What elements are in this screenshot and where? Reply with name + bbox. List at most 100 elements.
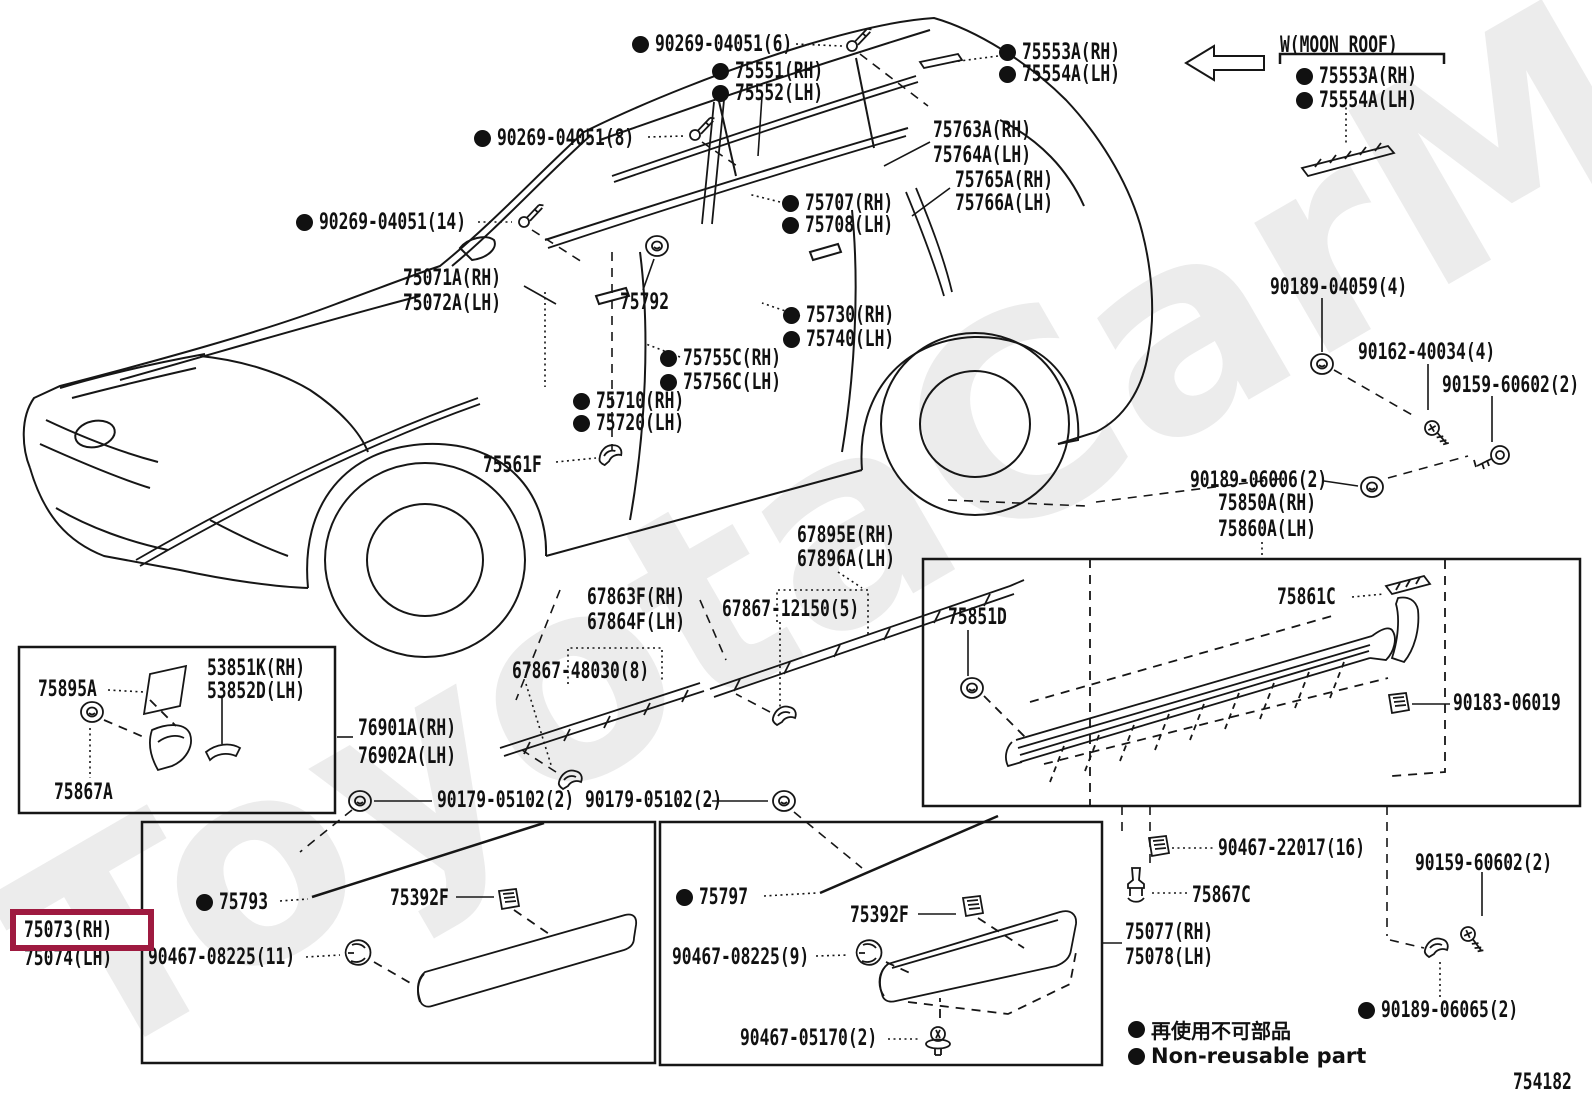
callout-75756c[interactable]: 75756C(LH) <box>660 370 815 395</box>
clip-icon <box>498 888 520 910</box>
callout-90162-40034[interactable]: 90162-40034(4) <box>1358 339 1496 365</box>
legend-non-reusable-jp: 再使用不可部品 <box>1128 1017 1291 1043</box>
callout-90269-04051-14[interactable]: 90269-04051(14) <box>296 210 518 235</box>
moonroof-note: W(MOON ROOF) <box>1280 32 1398 58</box>
callout-90189-06006[interactable]: 90189-06006(2) <box>1190 467 1328 493</box>
clip-icon <box>1148 835 1170 857</box>
moulding-strips-drawing <box>135 52 1396 757</box>
callout-76902a[interactable]: 76902A(LH) <box>358 743 457 769</box>
callout-67867-48030[interactable]: 67867-48030(8) <box>512 658 650 684</box>
callout-75895a[interactable]: 75895A <box>38 676 97 702</box>
callout-90467-22017[interactable]: 90467-22017(16) <box>1218 835 1366 861</box>
callout-90269-04051-8[interactable]: 90269-04051(8) <box>474 126 682 151</box>
non-reusable-dot-icon <box>783 306 800 324</box>
callout-75072a[interactable]: 75072A(LH) <box>403 290 502 316</box>
callout-90159-60602-bottom[interactable]: 90159-60602(2) <box>1415 850 1553 876</box>
callout-67896a[interactable]: 67896A(LH) <box>797 546 896 572</box>
callout-53852d[interactable]: 53852D(LH) <box>207 678 306 704</box>
callout-75708[interactable]: 75708(LH) <box>782 213 924 238</box>
callout-75765a[interactable]: 75765A(RH) <box>955 167 1054 193</box>
callout-67864f[interactable]: 67864F(LH) <box>587 609 686 635</box>
grommet-icon <box>772 790 796 812</box>
callout-75710[interactable]: 75710(RH) <box>573 389 715 414</box>
callout-75764a[interactable]: 75764A(LH) <box>933 142 1032 168</box>
non-reusable-dot-icon <box>1128 1047 1145 1065</box>
callout-90159-60602-top[interactable]: 90159-60602(2) <box>1442 372 1580 398</box>
callout-75078[interactable]: 75078(LH) <box>1125 944 1214 970</box>
non-reusable-dot-icon <box>712 84 729 102</box>
callout-75077[interactable]: 75077(RH) <box>1125 919 1214 945</box>
moonroof-bracket <box>1278 52 1446 64</box>
callout-90189-06065[interactable]: 90189-06065(2) <box>1358 998 1566 1023</box>
clip-icon <box>596 442 625 467</box>
callout-75392f-left[interactable]: 75392F <box>390 885 449 911</box>
non-reusable-dot-icon <box>712 62 729 80</box>
front-door-moulding-drawing <box>311 821 638 1008</box>
non-reusable-dot-icon <box>782 216 799 234</box>
callout-53851k[interactable]: 53851K(RH) <box>207 655 306 681</box>
callout-90179-05102-right[interactable]: 90179-05102(2) <box>585 787 723 813</box>
cowl-side-parts-drawing <box>103 664 242 772</box>
leader-lines <box>89 43 1493 1040</box>
callout-90179-05102-left[interactable]: 90179-05102(2) <box>437 787 575 813</box>
callout-76901a[interactable]: 76901A(RH) <box>358 715 457 741</box>
callout-90467-08225-11[interactable]: 90467-08225(11) <box>148 944 296 970</box>
non-reusable-dot-icon <box>296 213 313 231</box>
callout-75867a[interactable]: 75867A <box>54 779 113 805</box>
callout-90183-06019[interactable]: 90183-06019 <box>1453 690 1561 716</box>
callout-75554a-moonroof[interactable]: 75554A(LH) <box>1296 88 1451 113</box>
callout-75740[interactable]: 75740(LH) <box>783 327 925 352</box>
callout-75392f-mid[interactable]: 75392F <box>850 902 909 928</box>
callout-67867-12150[interactable]: 67867-12150(5) <box>722 596 860 622</box>
sub-assembly-boxes <box>17 557 1582 1067</box>
clip-icon <box>962 895 984 917</box>
callout-75730[interactable]: 75730(RH) <box>783 303 925 328</box>
callout-90467-08225-9[interactable]: 90467-08225(9) <box>672 944 810 970</box>
callout-75720[interactable]: 75720(LH) <box>573 411 715 436</box>
callout-75851d[interactable]: 75851D <box>948 604 1007 630</box>
callout-75553a-moonroof[interactable]: 75553A(RH) <box>1296 64 1451 89</box>
rivet-icon <box>685 115 721 143</box>
callout-75860a[interactable]: 75860A(LH) <box>1218 516 1317 542</box>
clip-icon <box>771 705 797 726</box>
non-reusable-dot-icon <box>573 414 590 432</box>
rivet-icon <box>514 202 550 230</box>
callout-90467-05170[interactable]: 90467-05170(2) <box>740 1025 878 1051</box>
callout-90189-04059[interactable]: 90189-04059(4) <box>1270 274 1408 300</box>
callout-75850a[interactable]: 75850A(RH) <box>1218 490 1317 516</box>
diagram-number: 754182 <box>1513 1069 1572 1095</box>
callout-67863f[interactable]: 67863F(RH) <box>587 584 686 610</box>
clip-icon <box>1388 692 1410 714</box>
callout-75552[interactable]: 75552(LH) <box>712 81 854 106</box>
callout-75553a[interactable]: 75553A(RH) <box>999 40 1154 65</box>
callout-75792[interactable]: 75792 <box>620 289 670 315</box>
grommet-icon <box>348 790 372 812</box>
callout-75867c[interactable]: 75867C <box>1192 882 1251 908</box>
callout-75707[interactable]: 75707(RH) <box>782 191 924 216</box>
rear-door-moulding-drawing <box>819 814 1077 1018</box>
screw-washer-icon <box>1473 445 1510 470</box>
callout-75793[interactable]: 75793 <box>196 890 285 915</box>
non-reusable-dot-icon <box>1296 91 1313 109</box>
callout-75861c[interactable]: 75861C <box>1277 584 1336 610</box>
callout-67895e[interactable]: 67895E(RH) <box>797 522 896 548</box>
callout-75755c[interactable]: 75755C(RH) <box>660 346 815 371</box>
callout-75797[interactable]: 75797 <box>676 885 765 910</box>
highlighted-part-callout-75073[interactable]: 75073(RH) <box>10 909 154 951</box>
callout-75561f[interactable]: 75561F <box>483 452 542 478</box>
clip-icon <box>344 939 372 966</box>
callout-75766a[interactable]: 75766A(LH) <box>955 190 1054 216</box>
moonroof-arrow-icon <box>1184 44 1265 82</box>
callout-75071a[interactable]: 75071A(RH) <box>403 265 502 291</box>
screw-icon <box>1420 418 1455 447</box>
grommet-icon <box>80 701 104 723</box>
non-reusable-dot-icon <box>660 349 677 367</box>
callout-75554a[interactable]: 75554A(LH) <box>999 62 1154 87</box>
legend-non-reusable-en: Non-reusable part <box>1128 1044 1366 1068</box>
callout-75763a[interactable]: 75763A(RH) <box>933 117 1032 143</box>
callout-90269-04051-6[interactable]: 90269-04051(6) <box>632 32 840 57</box>
callout-75551[interactable]: 75551(RH) <box>712 59 854 84</box>
non-reusable-dot-icon <box>660 373 677 391</box>
